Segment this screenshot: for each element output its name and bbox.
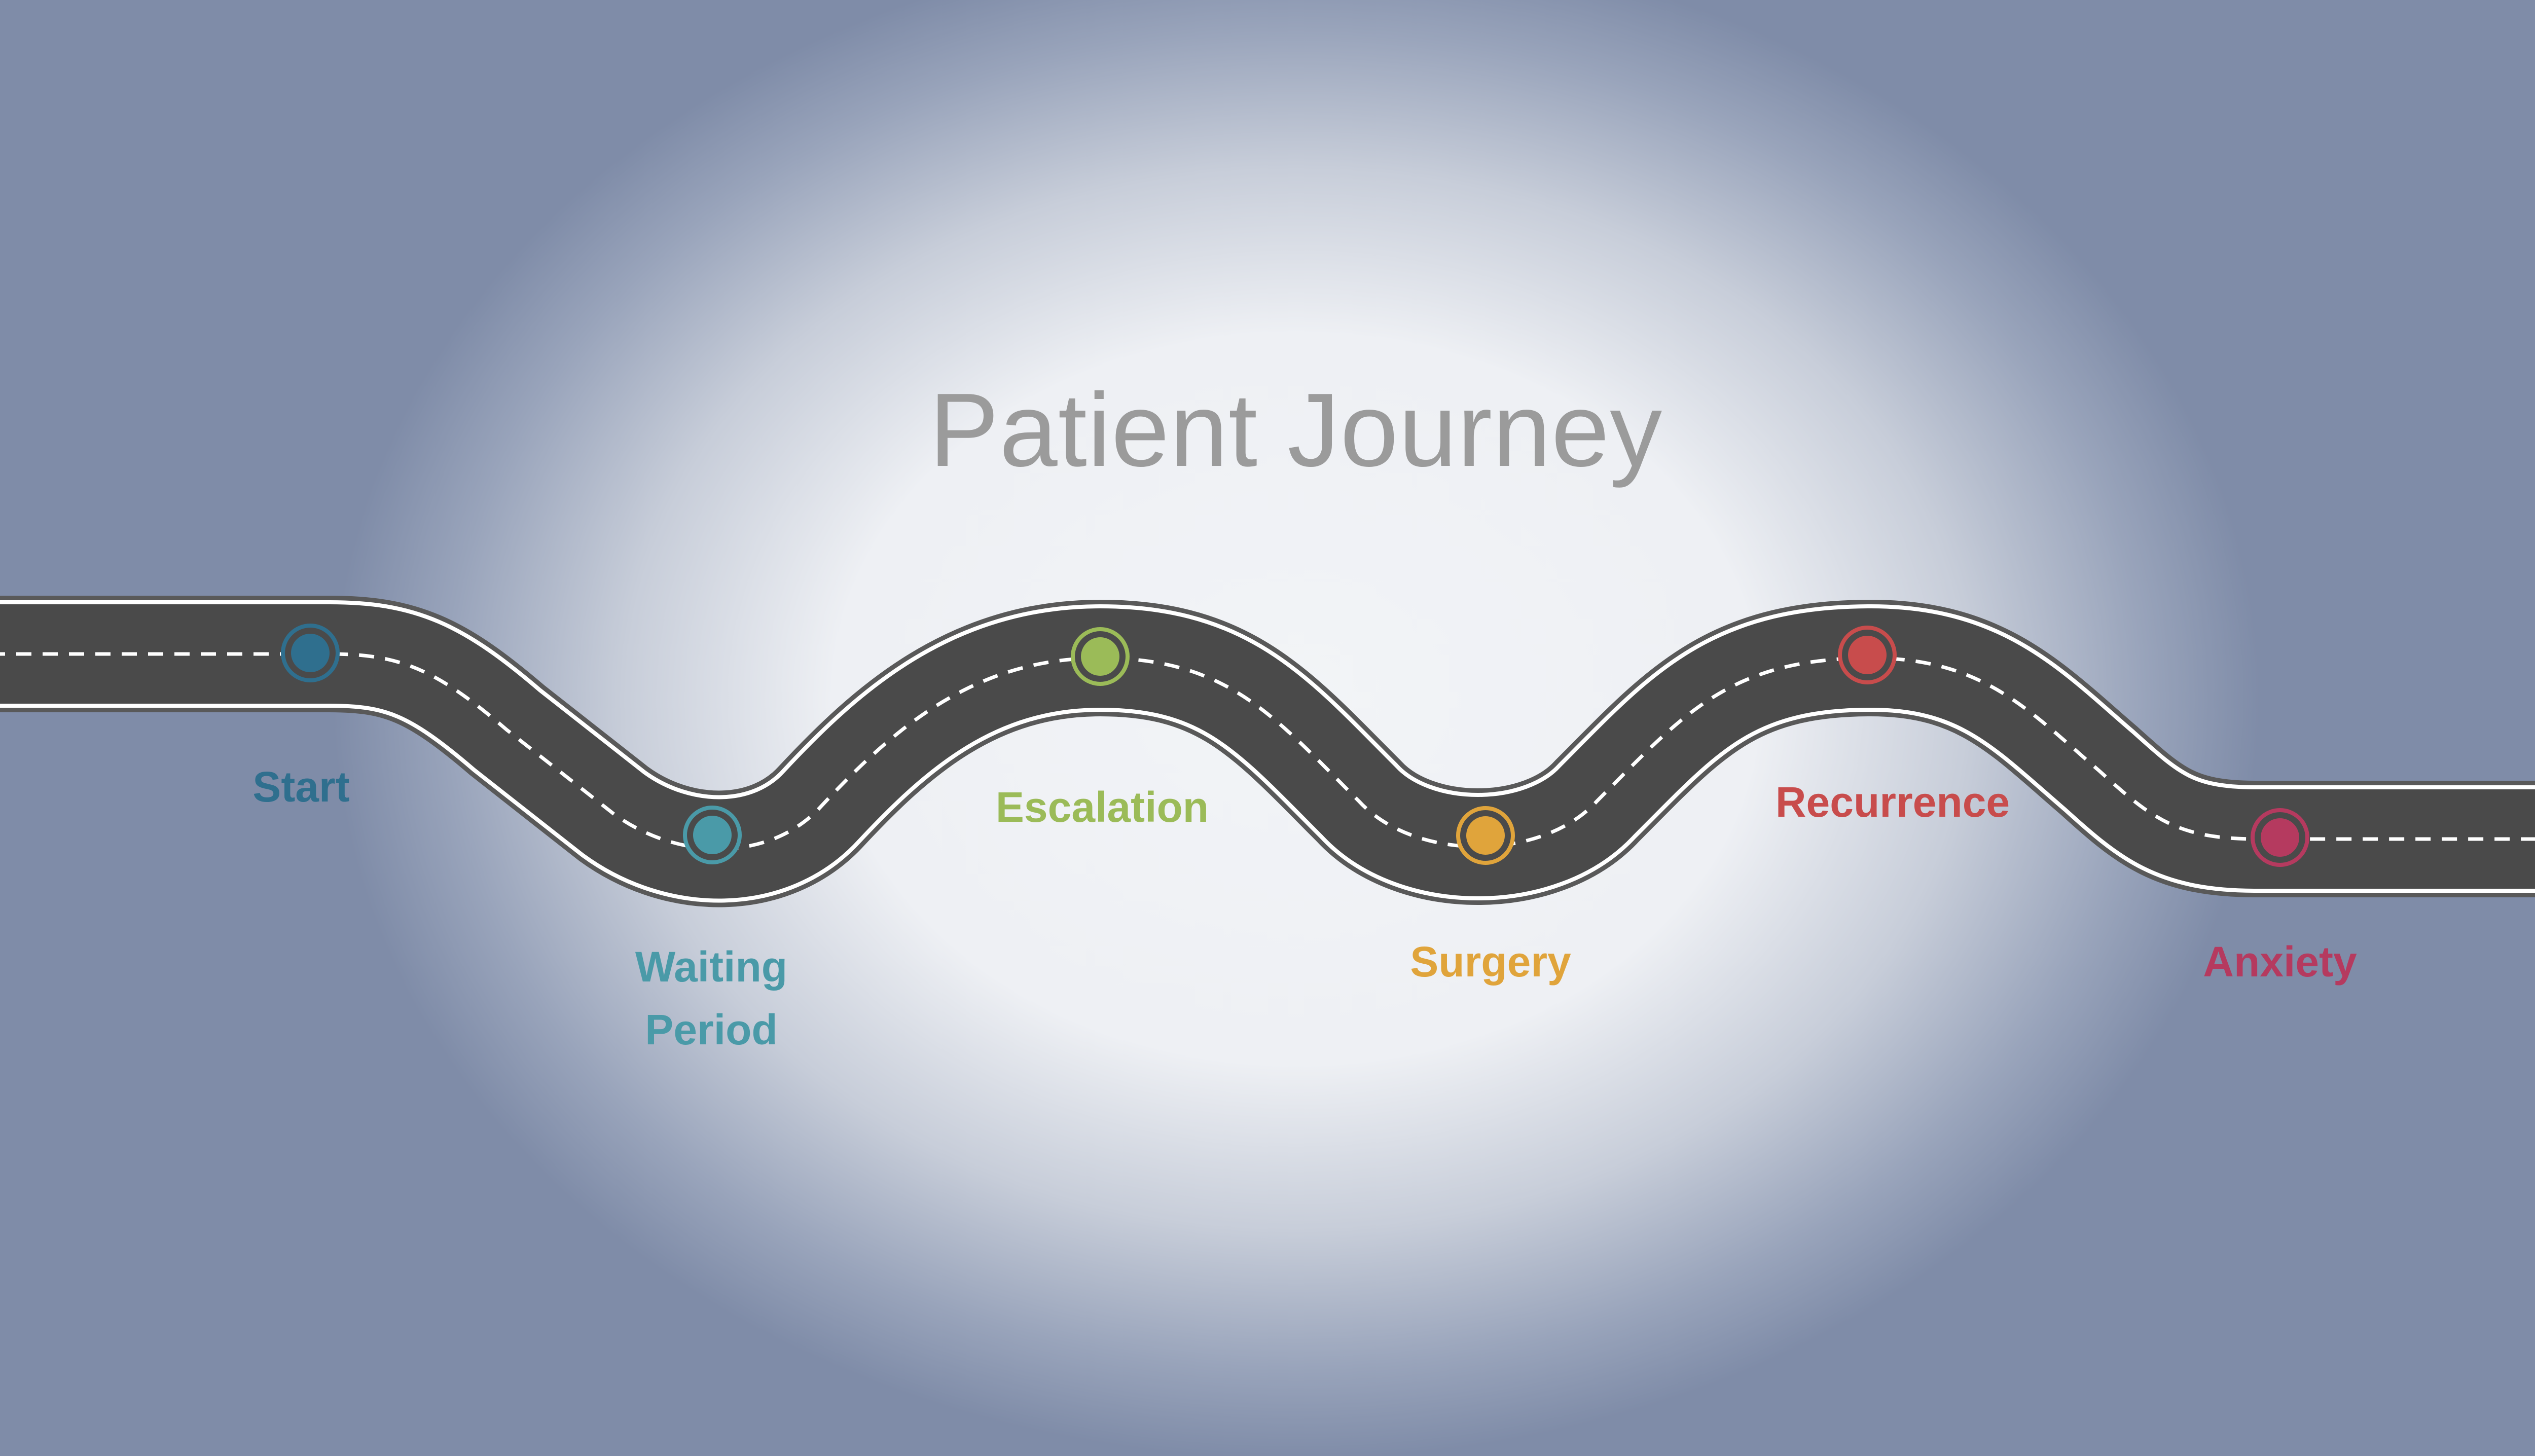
stage-label-escalation: Escalation xyxy=(925,776,1280,839)
stage-label-surgery: Surgery xyxy=(1313,930,1668,993)
stage-marker-anxiety xyxy=(2253,810,2307,865)
stage-marker-surgery xyxy=(1458,808,1513,863)
stage-label-recurrence: Recurrence xyxy=(1715,771,2070,833)
stage-marker-recurrence xyxy=(1840,628,1895,682)
stage-marker-escalation xyxy=(1073,629,1128,684)
stage-label-anxiety: Anxiety xyxy=(2103,930,2457,993)
stage-label-waiting-period: Waiting Period xyxy=(534,935,889,1061)
stage-marker-waiting-period xyxy=(685,808,740,862)
stage-label-start: Start xyxy=(124,755,479,818)
stage-marker-start xyxy=(283,626,338,680)
